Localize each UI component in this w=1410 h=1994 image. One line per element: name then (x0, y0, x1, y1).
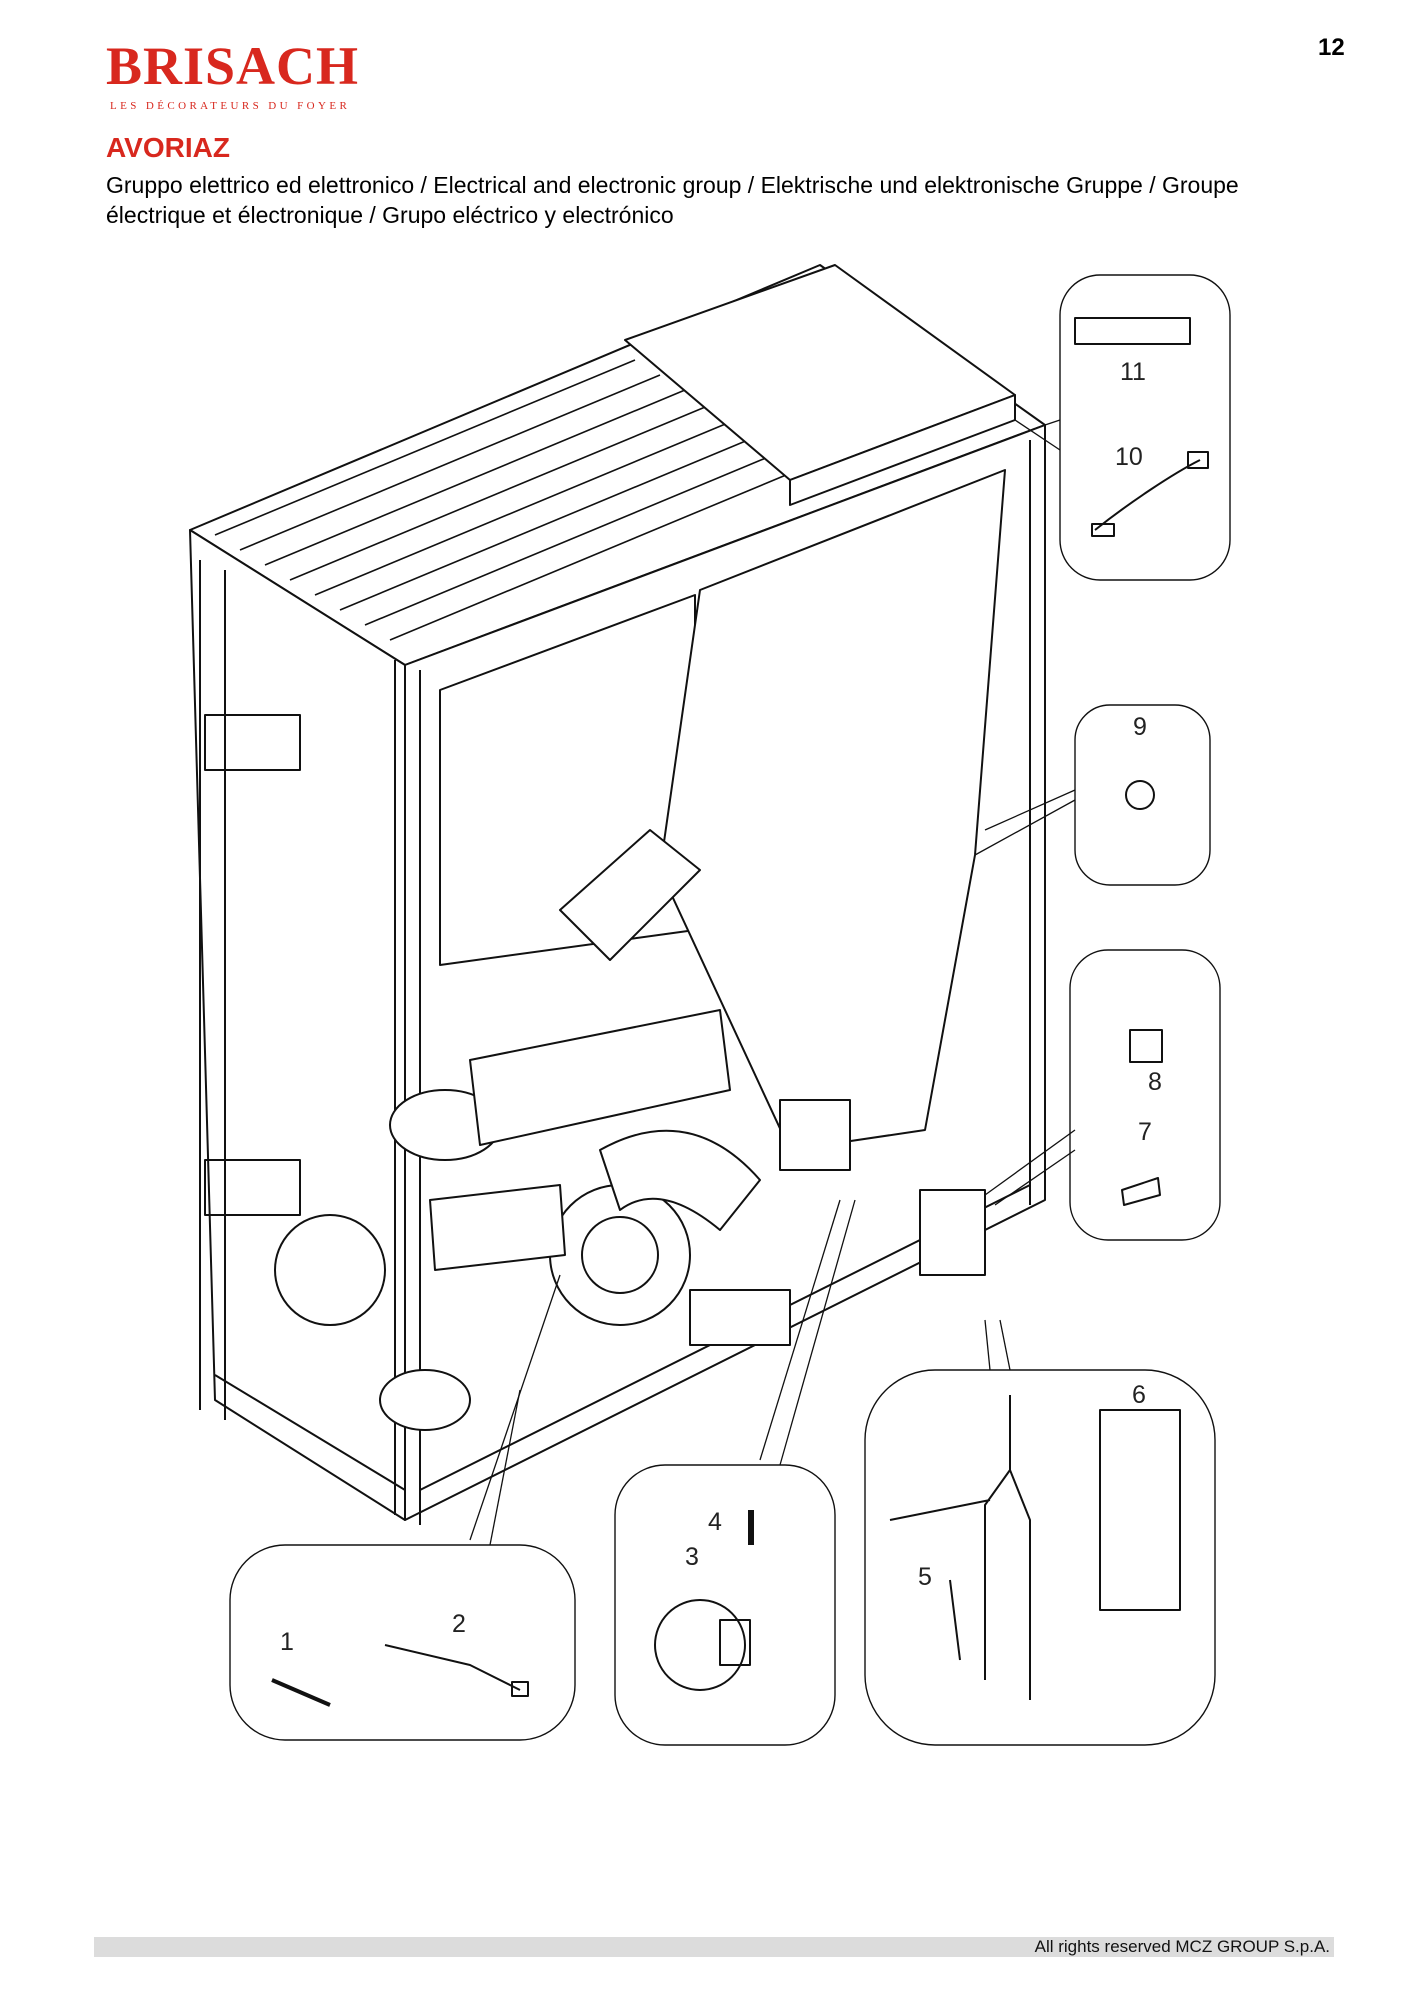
cable-part (384, 1644, 521, 1691)
brand-name: BRISACH (106, 36, 360, 96)
callout-3: 3 (685, 1543, 699, 1571)
bubble-6-5 (864, 1369, 1216, 1746)
internal-components (274, 829, 986, 1431)
spare-parts (271, 317, 1209, 1707)
detail-bubbles (229, 274, 1231, 1746)
bubble-7-8 (1069, 949, 1221, 1241)
footer-copyright: All rights reserved MCZ GROUP S.p.A. (1034, 1937, 1330, 1956)
footer-bar (94, 1937, 1334, 1957)
callout-2: 2 (452, 1610, 466, 1638)
thermostat-part (1125, 780, 1155, 810)
callout-11: 11 (1120, 358, 1146, 386)
callout-4: 4 (708, 1508, 722, 1536)
motherboard-part (1099, 1409, 1181, 1611)
callout-10: 10 (1115, 443, 1143, 471)
callout-8: 8 (1148, 1068, 1162, 1096)
callout-6: 6 (1132, 1381, 1146, 1409)
switch-part (1129, 1029, 1163, 1063)
page-number: 12 (1318, 34, 1345, 61)
bubble-10-11 (1059, 274, 1231, 581)
callout-1: 1 (280, 1628, 294, 1656)
wiring-harness-part (889, 1395, 1031, 1700)
callout-7: 7 (1138, 1118, 1152, 1146)
display-board-part (1074, 317, 1191, 345)
flat-cable-part (1094, 459, 1201, 531)
bubble-9 (1074, 704, 1211, 886)
callout-5: 5 (918, 1563, 932, 1591)
brand-logo: BRISACH LES DÉCORATEURS DU FOYER (106, 36, 366, 120)
pressure-switch-part (654, 1599, 746, 1691)
model-title: AVORIAZ (106, 132, 230, 163)
leader-lines (469, 419, 1076, 1546)
brand-tagline: LES DÉCORATEURS DU FOYER (110, 100, 351, 112)
bubble-1-2 (229, 1544, 576, 1741)
bubble-3-4 (614, 1464, 836, 1746)
callout-9: 9 (1133, 713, 1147, 741)
section-subtitle: Gruppo elettrico ed elettronico / Electr… (106, 172, 1239, 228)
probe-part (271, 1678, 331, 1707)
sensor-part (1121, 1177, 1161, 1206)
